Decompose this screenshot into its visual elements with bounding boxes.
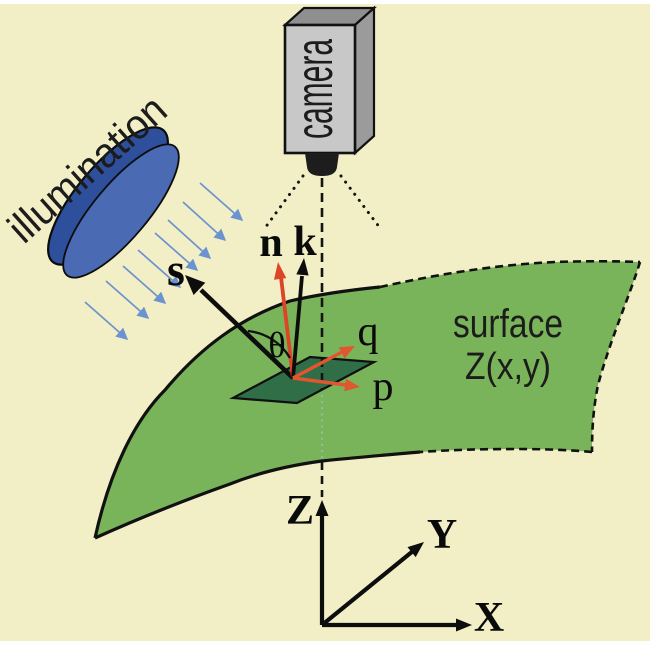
axis-y-shaft [320, 549, 415, 627]
surface-edge-solid-bottom [94, 450, 421, 540]
vectors-group [185, 258, 360, 392]
illumination-group: illumination [0, 86, 180, 279]
light-ray [182, 201, 227, 241]
vector-n-arrowhead [274, 262, 287, 280]
axis-x-arrowhead [456, 618, 472, 632]
surface-edge-dashed-top [379, 259, 641, 289]
axes-group [315, 500, 472, 632]
view-cone-left-dotted [263, 174, 305, 230]
camera-lens [305, 153, 339, 176]
vector-k-arrowhead [296, 258, 309, 276]
vector-q-shaft [292, 350, 343, 380]
camera-side-face [353, 5, 376, 156]
light-ray [199, 182, 244, 221]
theta-angle-arc [247, 329, 291, 359]
optical-axis-group [263, 174, 382, 497]
vector-p-arrowhead [344, 378, 360, 392]
vector-p-label: p [373, 364, 394, 410]
light-ray [167, 219, 212, 259]
light-ray [84, 301, 129, 340]
axis-y-label: Y [427, 512, 457, 558]
light-ray [122, 265, 167, 304]
axis-x-label: X [474, 595, 504, 641]
surface-edge-dashed-right [590, 261, 642, 453]
vector-q-arrowhead [338, 346, 355, 359]
surface-edge-dashed-bottom [419, 447, 593, 454]
vector-n-shaft [279, 276, 295, 379]
surface-label: surface [453, 302, 563, 346]
camera-group: camera [282, 5, 377, 176]
camera-label: camera [286, 39, 344, 139]
vector-k-label: k [293, 219, 317, 265]
vector-s-label: s [167, 244, 185, 295]
camera-front-face [283, 23, 357, 155]
labels-group: s n k θ q p surface Z(x,y) Z Y X [167, 219, 563, 641]
vector-q-label: q [358, 309, 379, 355]
axis-z-arrowhead [315, 500, 329, 516]
light-ray [154, 232, 199, 271]
surface-edge-solid-left [93, 285, 381, 539]
illumination-disk-face [62, 143, 180, 279]
vector-p-shaft [292, 376, 347, 387]
vector-s-arrowhead [185, 275, 206, 295]
light-rays-group [84, 182, 244, 340]
vector-s-shaft [199, 288, 295, 380]
axis-z-label: Z [286, 488, 314, 534]
vector-k-shaft [291, 275, 304, 379]
view-cone-right-dotted [339, 174, 382, 230]
surface-function-label: Z(x,y) [465, 346, 551, 388]
axis-y-arrowhead [407, 542, 424, 558]
vector-n-label: n [259, 220, 282, 266]
theta-label: θ [268, 325, 285, 365]
light-ray [105, 280, 150, 319]
light-ray [137, 249, 182, 288]
